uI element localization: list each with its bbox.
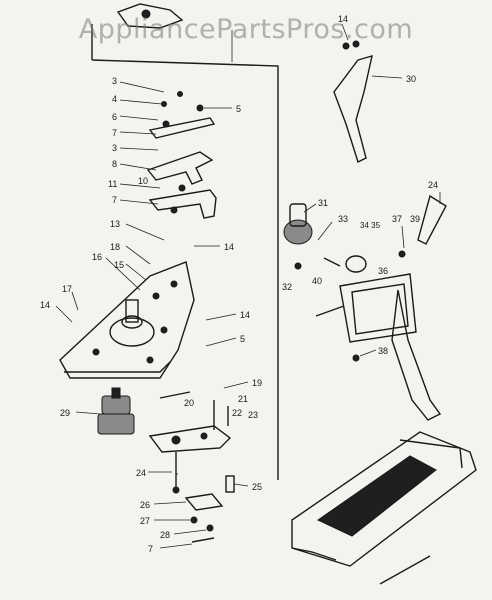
crank-assembly <box>148 391 232 453</box>
callout-15: 15 <box>114 260 124 270</box>
callout-21: 21 <box>238 394 248 404</box>
callout-3: 3 <box>112 143 117 153</box>
callout-5: 5 <box>240 334 245 344</box>
callout-34-35: 34 35 <box>360 221 381 230</box>
callout-3: 3 <box>112 76 117 86</box>
callout-29: 29 <box>60 408 70 418</box>
callout-7: 7 <box>112 195 117 205</box>
callout-13: 13 <box>110 219 120 229</box>
callout-23: 23 <box>248 410 258 420</box>
callout-14: 14 <box>40 300 50 310</box>
pedal-assembly <box>283 194 447 421</box>
upper-arm-part <box>333 40 373 163</box>
callout-19: 19 <box>252 378 262 388</box>
callout-labels: 3 4 5 6 7 3 8 11 10 7 13 18 14 16 15 14 … <box>40 14 438 554</box>
callout-8: 8 <box>112 159 117 169</box>
callout-32: 32 <box>282 282 292 292</box>
callout-31: 31 <box>318 198 328 208</box>
callout-37: 37 <box>392 214 402 224</box>
base-plate <box>59 261 195 379</box>
callout-14: 14 <box>224 242 234 252</box>
callout-39: 39 <box>410 214 420 224</box>
gear-stack <box>97 387 135 435</box>
callout-33: 33 <box>338 214 348 224</box>
callout-14: 14 <box>240 310 250 320</box>
callout-11: 11 <box>108 179 117 189</box>
callout-17: 17 <box>62 284 72 294</box>
base-housing <box>291 431 477 585</box>
callout-27: 27 <box>140 516 150 526</box>
callout-4: 4 <box>112 94 117 104</box>
callout-14: 14 <box>338 14 348 24</box>
callout-24: 24 <box>136 468 146 478</box>
callout-38: 38 <box>378 346 388 356</box>
assembly-box-border <box>91 24 279 480</box>
callout-16: 16 <box>92 252 102 262</box>
callout-26: 26 <box>140 500 150 510</box>
callout-36: 36 <box>378 266 388 276</box>
callout-40: 40 <box>312 276 322 286</box>
callout-22: 22 <box>232 408 242 418</box>
callout-7: 7 <box>148 544 153 554</box>
callout-20: 20 <box>184 398 194 408</box>
callout-28: 28 <box>160 530 170 540</box>
callout-24: 24 <box>428 180 438 190</box>
callout-30: 30 <box>406 74 416 84</box>
leader-lines <box>55 23 441 549</box>
callout-6: 6 <box>112 112 117 122</box>
callout-25: 25 <box>252 482 262 492</box>
callout-18: 18 <box>110 242 120 252</box>
callout-10: 10 <box>138 176 148 186</box>
lower-small-parts <box>172 452 235 543</box>
linkage-stack <box>146 91 217 219</box>
callout-5: 5 <box>236 104 241 114</box>
callout-7: 7 <box>112 128 117 138</box>
top-partial-part <box>116 3 184 29</box>
